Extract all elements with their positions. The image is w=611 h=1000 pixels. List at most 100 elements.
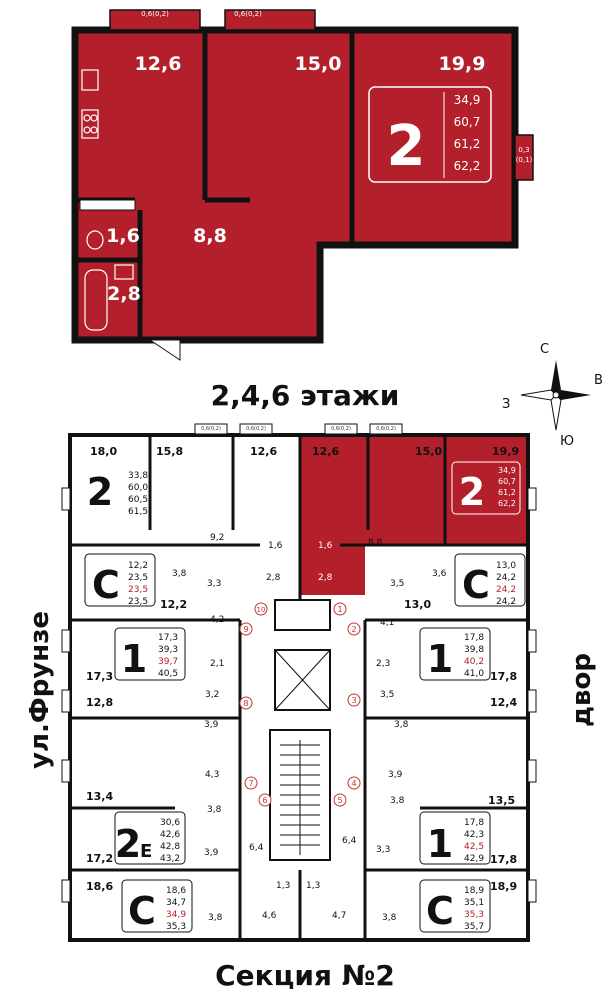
area-value: 62,2: [454, 159, 481, 173]
room-area: 12,6: [135, 53, 182, 75]
balcony-label: 0,6(0,2): [201, 426, 221, 432]
area-value: 17,3: [158, 633, 178, 643]
apartment-type-badge: [368, 86, 492, 183]
room-area: 3,9: [204, 848, 219, 858]
apartment-type: 2: [115, 822, 141, 866]
highlighted-apartment[interactable]: [300, 435, 528, 595]
area-value: 39,8: [464, 645, 484, 655]
apartment-number: 6: [262, 796, 267, 805]
apartment-number-markers[interactable]: 1 2 3 4 5 6 7 8 9 10: [239, 602, 361, 807]
room-area: 2,1: [210, 659, 224, 669]
apartment-type-badge: [114, 811, 186, 865]
balcony-area-label: 0,6(0,2): [234, 10, 262, 18]
area-value: 61,5: [128, 507, 148, 517]
room-area: 12,8: [86, 696, 113, 709]
room-area: 17,2: [86, 852, 113, 865]
room-area: 4,3: [205, 770, 219, 780]
area-value: 17,8: [464, 633, 484, 643]
section-title: Секция №2: [215, 959, 395, 992]
apartment-type: 1: [427, 637, 453, 681]
room-area: 13,0: [404, 598, 431, 611]
apartment-type: 2: [459, 470, 485, 514]
window-strip: [79, 199, 136, 211]
room-area: 15,8: [156, 445, 183, 458]
area-value: 34,9: [454, 93, 481, 107]
room-area: 13,4: [86, 790, 113, 803]
room-area: 1,6: [268, 541, 283, 551]
stair-elevator-core: [269, 599, 331, 861]
room-area: 3,8: [390, 796, 405, 806]
area-value: 60,7: [454, 115, 481, 129]
apartment-type: 1: [427, 822, 453, 866]
room-area: 8,8: [368, 538, 383, 548]
area-value: 35,7: [464, 922, 484, 932]
room-area: 15,0: [295, 53, 342, 75]
room-area: 12,6: [312, 445, 339, 458]
room-area: 3,9: [204, 720, 219, 730]
apartment-type: С: [92, 563, 120, 607]
area-value: 61,2: [454, 137, 481, 151]
room-area: 15,0: [415, 445, 442, 458]
room-area: 1,6: [106, 225, 140, 247]
area-value: 35,3: [464, 910, 484, 920]
room-area: 3,9: [388, 770, 403, 780]
compass-south: Ю: [560, 434, 574, 449]
room-area: 8,8: [193, 225, 227, 247]
room-area: 17,3: [86, 670, 113, 683]
room-area: 4,2: [210, 615, 224, 625]
apartment-type: С: [426, 889, 454, 933]
apartment-fill: [71, 26, 519, 344]
area-value: 18,6: [166, 886, 186, 896]
area-value: 42,5: [464, 842, 484, 852]
area-value: 42,3: [464, 830, 484, 840]
room-area: 19,9: [439, 53, 486, 75]
balcony-row: [194, 423, 403, 435]
apartment-number: 5: [337, 796, 342, 805]
side-balcony-area: (0,1): [516, 156, 533, 164]
apartment-type: 2: [87, 470, 113, 514]
area-value: 42,6: [160, 830, 180, 840]
area-value: 12,2: [128, 561, 148, 571]
area-value: 23,5: [128, 597, 148, 607]
compass-west: З: [502, 397, 510, 412]
room-area: 13,5: [488, 794, 515, 807]
top-apartment-plan[interactable]: 0,6(0,2) 0,6(0,2) 0,3 (0,1) 12: [71, 9, 534, 361]
balcony-label: 0,6(0,2): [246, 426, 266, 432]
balcony-label: 0,6(0,2): [331, 426, 351, 432]
compass: С В З Ю: [502, 342, 603, 449]
area-value: 41,0: [464, 669, 484, 679]
balcony-label: 0,6(0,2): [376, 426, 396, 432]
room-area: 3,6: [432, 569, 447, 579]
room-area: 3,8: [208, 913, 223, 923]
apartment-number: 4: [351, 779, 356, 788]
room-area: 2,8: [107, 283, 141, 305]
area-value: 24,2: [496, 597, 516, 607]
apartment-type-badge: [419, 811, 491, 865]
area-value: 62,2: [498, 499, 516, 508]
room-area: 3,5: [380, 690, 394, 700]
area-value: 35,1: [464, 898, 484, 908]
room-area: 1,3: [306, 881, 320, 891]
apartment-type: 1: [121, 637, 147, 681]
room-area: 18,9: [490, 880, 517, 893]
room-area: 4,1: [380, 618, 394, 628]
compass-north: С: [540, 342, 549, 357]
area-value: 33,8: [128, 471, 148, 481]
room-area: 3,5: [390, 579, 404, 589]
room-area: 17,8: [490, 853, 517, 866]
side-balcony: [514, 134, 534, 181]
apartment-type-badge: [121, 879, 193, 933]
side-balcony-area: 0,3: [518, 146, 529, 154]
room-area: 1,6: [318, 541, 333, 551]
room-area: 2,3: [376, 659, 390, 669]
compass-east: В: [594, 373, 603, 388]
area-value: 34,7: [166, 898, 186, 908]
apartment-number: 8: [243, 699, 248, 708]
room-area: 3,8: [394, 720, 409, 730]
room-area: 2,8: [266, 573, 281, 583]
section-plan: 0,6(0,2) 0,6(0,2) 0,6(0,2) 0,6(0,2): [61, 423, 537, 942]
entrance-door: [148, 339, 181, 361]
area-value: 39,3: [158, 645, 178, 655]
side-balconies: [61, 487, 537, 903]
area-value: 23,5: [128, 573, 148, 583]
